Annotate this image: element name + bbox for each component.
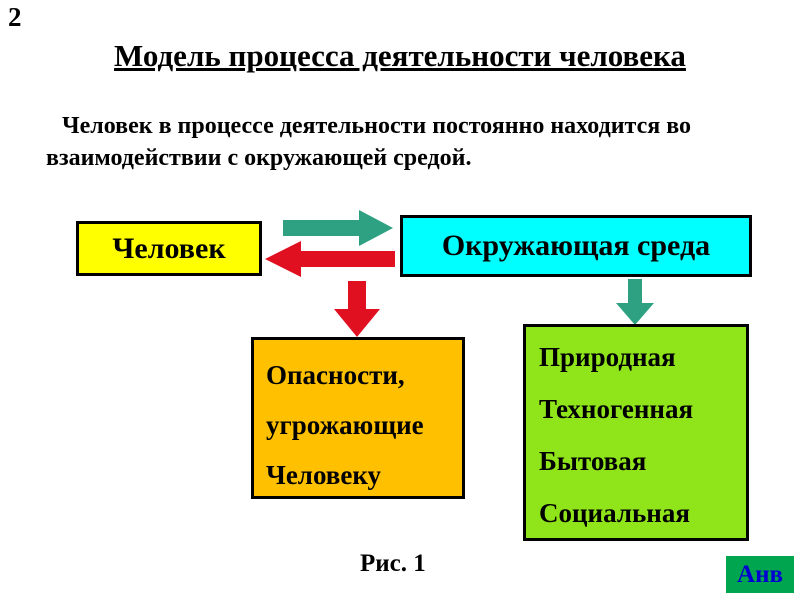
arrow-environment-to-human-icon <box>265 241 395 277</box>
environment-types-box: Природная Техногенная Бытовая Социальная <box>523 324 749 541</box>
watermark-label: Анв <box>737 560 783 588</box>
arrow-to-types-icon <box>616 279 654 325</box>
environment-type-line: Бытовая <box>539 446 647 476</box>
environment-type-line: Техногенная <box>539 394 694 424</box>
dangers-box: Опасности, угрожающие Человеку <box>251 337 465 499</box>
human-box-label: Человек <box>112 231 226 265</box>
figure-caption: Рис. 1 <box>360 550 426 577</box>
environment-type-line: Социальная <box>539 498 690 528</box>
arrow-human-to-environment-icon <box>283 210 393 246</box>
environment-box-label: Окружающая среда <box>441 229 711 262</box>
environment-type-line: Природная <box>539 342 676 372</box>
watermark-badge: Анв <box>726 556 794 593</box>
environment-box: Окружающая среда <box>400 215 752 277</box>
dangers-line: Человеку <box>266 460 382 490</box>
human-box: Человек <box>76 221 262 276</box>
page-title: Модель процесса деятельности человека <box>114 38 686 73</box>
arrow-to-dangers-icon <box>334 281 380 337</box>
slide-number: 2 <box>8 2 22 32</box>
intro-text: Человек в процессе деятельности постоянн… <box>46 113 692 171</box>
dangers-line: угрожающие <box>266 410 424 440</box>
dangers-line: Опасности, <box>266 360 405 390</box>
